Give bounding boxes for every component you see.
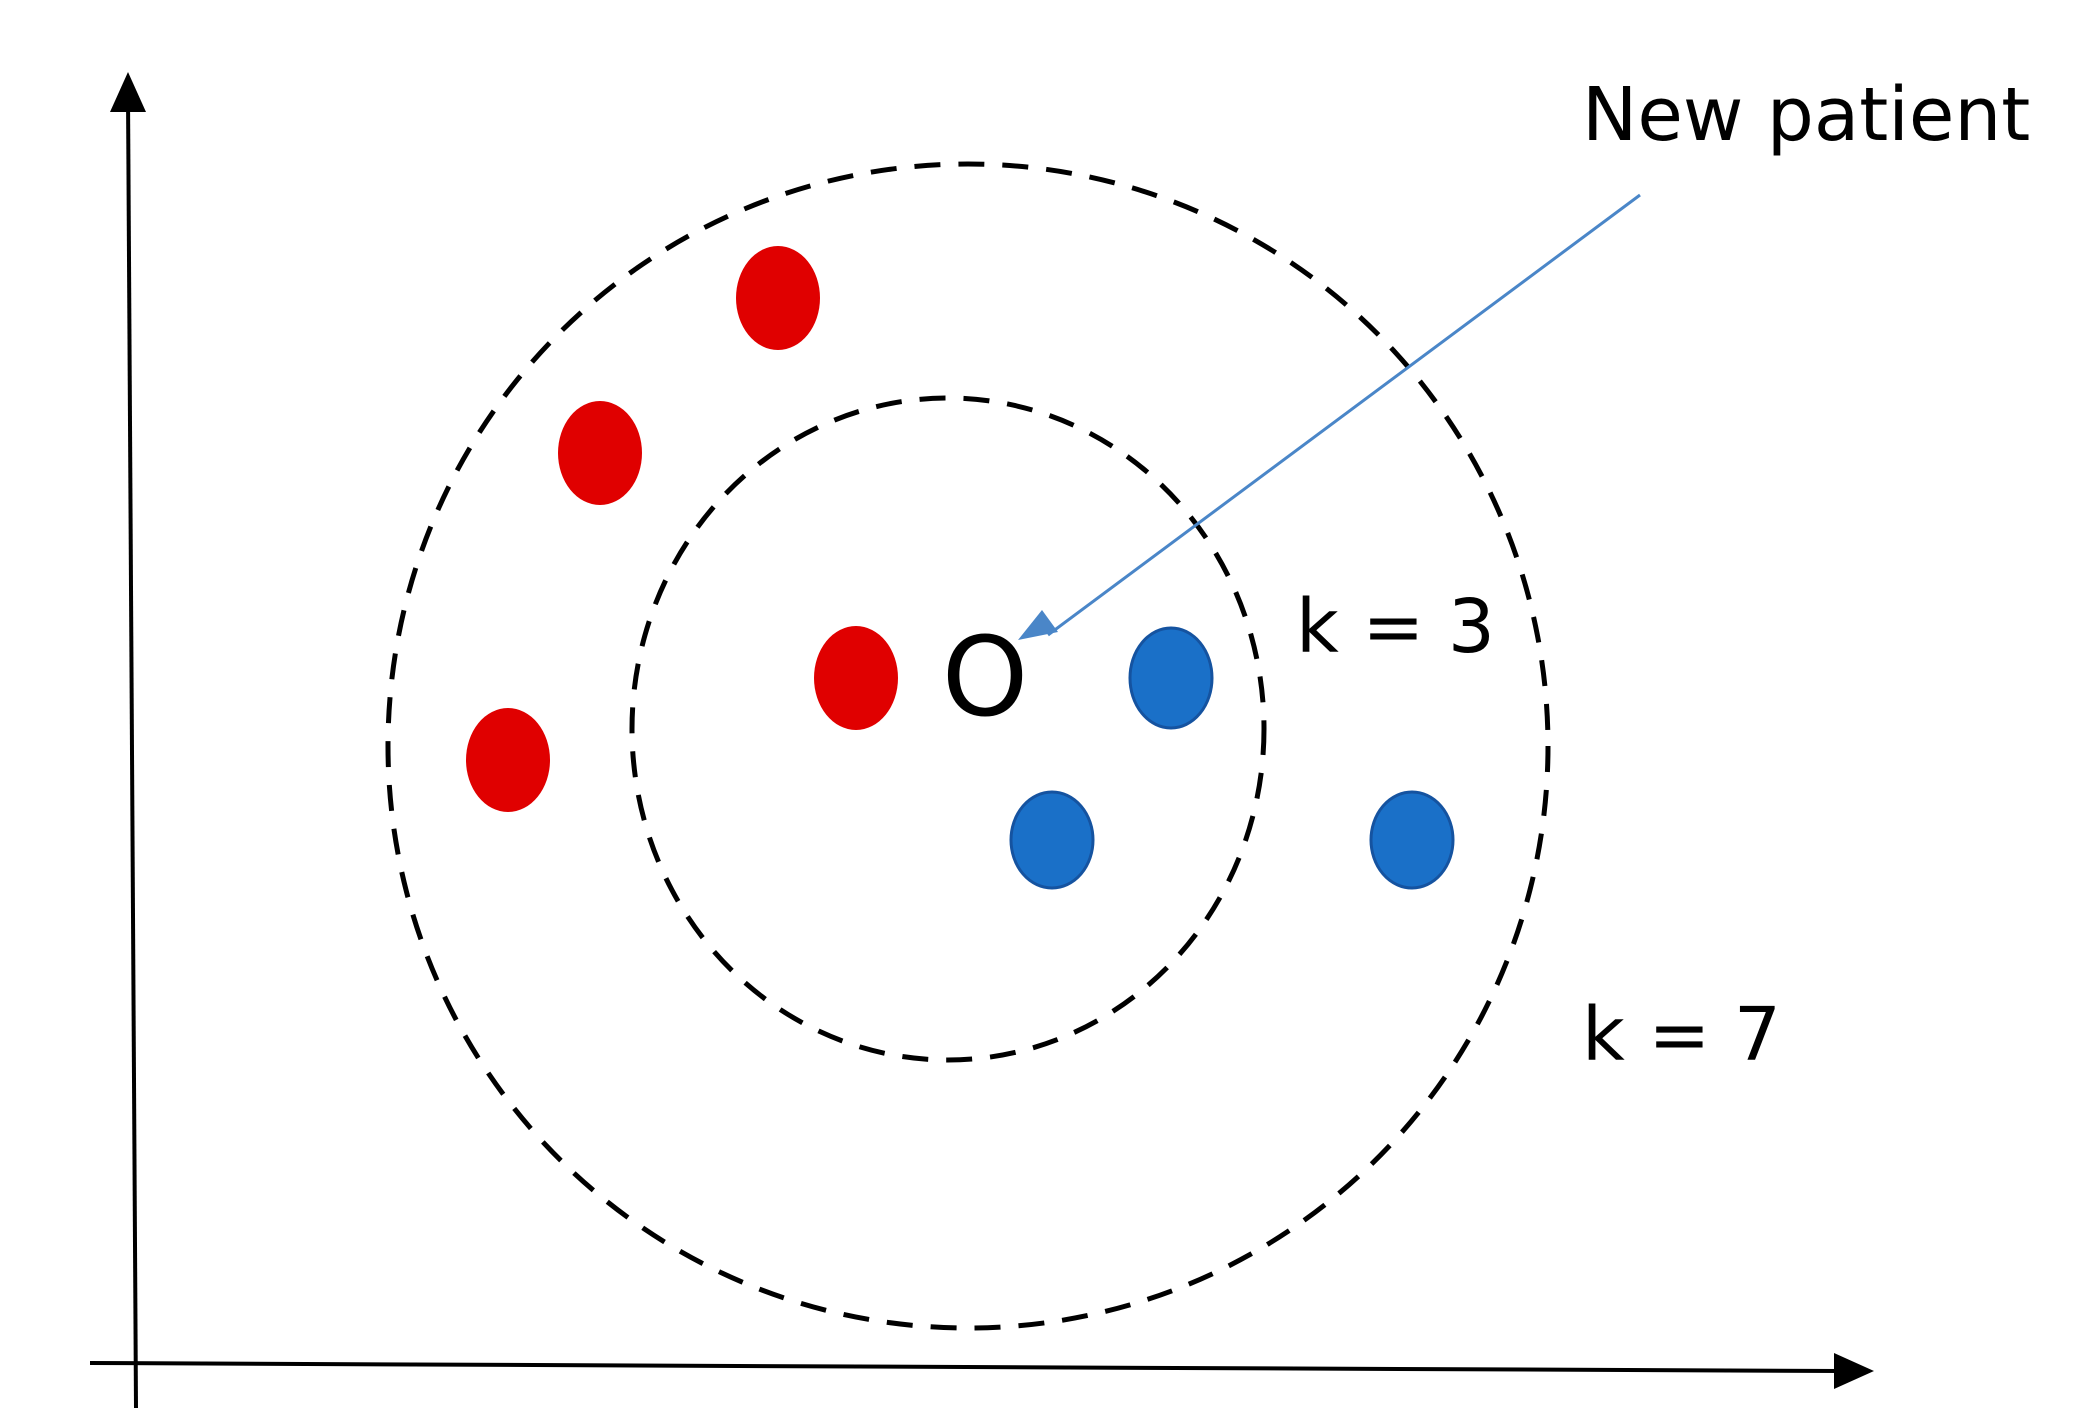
new-patient-label: New patient xyxy=(1582,72,2030,158)
red-dot xyxy=(736,246,820,350)
arrow-head xyxy=(1018,610,1058,640)
red-dot xyxy=(814,626,898,730)
red-points xyxy=(466,246,898,812)
k3-circle xyxy=(629,395,1267,1063)
x-axis-arrowhead xyxy=(1834,1353,1874,1389)
arrow-line xyxy=(1047,193,1641,637)
y-axis-arrowhead xyxy=(110,72,146,112)
new-patient-arrow xyxy=(1018,193,1641,640)
k3-label: k = 3 xyxy=(1296,584,1495,670)
k7-circle xyxy=(385,161,1551,1331)
red-dot xyxy=(466,708,550,812)
y-axis xyxy=(126,94,138,1409)
red-dot xyxy=(558,401,642,505)
blue-points xyxy=(1009,626,1455,890)
blue-dot xyxy=(1128,626,1214,730)
axes xyxy=(89,72,1874,1409)
blue-dot xyxy=(1369,790,1455,890)
blue-dot xyxy=(1009,790,1095,890)
x-axis xyxy=(89,1361,1841,1373)
new-patient-marker: O xyxy=(942,613,1029,741)
k7-label: k = 7 xyxy=(1582,992,1781,1078)
